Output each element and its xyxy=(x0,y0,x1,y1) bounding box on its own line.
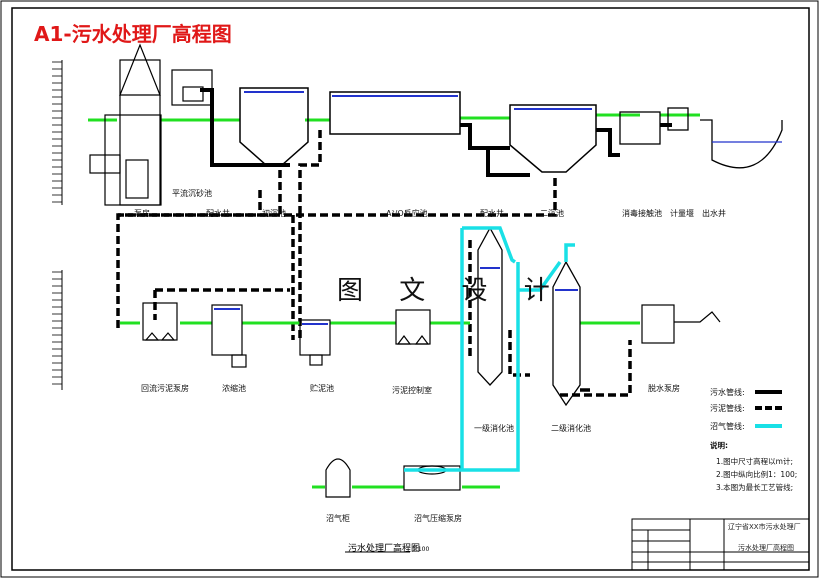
pump-house-shape xyxy=(89,43,162,206)
label-distribution-well-1: 配水井 xyxy=(206,209,230,218)
legend-samples xyxy=(755,390,782,428)
label-dewatering: 脱水泵房 xyxy=(648,384,680,393)
label-compressor: 沼气压缩泵房 xyxy=(414,514,462,523)
control-room-shape xyxy=(395,309,431,345)
label-a2o-tank: A²/O反应池 xyxy=(386,209,428,218)
return-sludge-pump-shape xyxy=(142,302,178,341)
sludge-storage-shape xyxy=(299,319,331,366)
label-thickener: 浓缩池 xyxy=(222,384,246,393)
inner-frame xyxy=(11,7,810,571)
label-sludge-storage: 贮泥池 xyxy=(310,384,334,393)
elevation-scale-bottom xyxy=(52,270,63,390)
label-return-sludge-pump: 回流污泥泵房 xyxy=(141,384,189,393)
a2o-tank-shape xyxy=(329,91,461,135)
legend-biogas-label: 沼气管线: xyxy=(710,422,745,431)
title-block-drawing: 污水处理厂高程图 xyxy=(738,544,794,552)
page-title: A1-污水处理厂高程图 xyxy=(34,22,232,46)
elevation-scale-top xyxy=(52,60,63,205)
label-outfall: 出水井 xyxy=(702,209,726,218)
note-3: 3.本图为最长工艺管线; xyxy=(716,483,794,492)
label-grit-chamber: 平流沉砂池 xyxy=(172,189,212,198)
thickener-shape xyxy=(211,304,247,368)
label-gas-holder: 沼气柜 xyxy=(326,514,350,523)
dewatering-shape xyxy=(641,304,721,344)
watermark: 图 文 设 计 xyxy=(337,276,564,306)
grit-chamber-shape xyxy=(171,69,213,106)
secondary-clarifier-shape xyxy=(509,104,597,173)
label-digester-1: 一级消化池 xyxy=(474,424,514,433)
legend-sewage-label: 污水管线: xyxy=(710,388,745,397)
gas-holder-shape xyxy=(325,458,351,498)
water-level-bottom xyxy=(120,321,640,489)
label-control-room: 污泥控制室 xyxy=(392,386,432,395)
sludge-pipes xyxy=(116,130,632,397)
label-metering-weir: 计量堰 xyxy=(670,209,694,218)
label-secondary-clarifier: 二沉池 xyxy=(540,209,564,218)
note-1: 1.图中尺寸高程以m计; xyxy=(716,457,793,466)
primary-clarifier-shape xyxy=(239,87,309,166)
drawing-caption: 污水处理厂高程图 xyxy=(348,544,421,554)
title-block xyxy=(631,518,810,571)
caption-scale: 1:100 xyxy=(412,546,430,553)
label-primary-clarifier: 初沉池 xyxy=(262,209,286,218)
water-level-top xyxy=(88,113,700,122)
outfall-shape xyxy=(700,119,783,169)
biogas-pipes xyxy=(404,226,575,472)
label-distribution-well-2: 配水井 xyxy=(480,209,504,218)
sewage-pipes-top xyxy=(200,88,672,177)
label-digester-2: 二级消化池 xyxy=(551,424,591,433)
disinfection-tank-shape xyxy=(619,107,689,145)
label-pump-house: 泵房 xyxy=(134,209,150,218)
title-block-project: 辽宁省XX市污水处理厂 xyxy=(728,523,801,531)
notes-heading: 说明: xyxy=(710,441,728,450)
label-disinfection: 消毒接触池 xyxy=(622,209,662,218)
note-2: 2.图中纵向比例1：100; xyxy=(716,470,798,479)
legend-sludge-label: 污泥管线: xyxy=(710,404,745,413)
